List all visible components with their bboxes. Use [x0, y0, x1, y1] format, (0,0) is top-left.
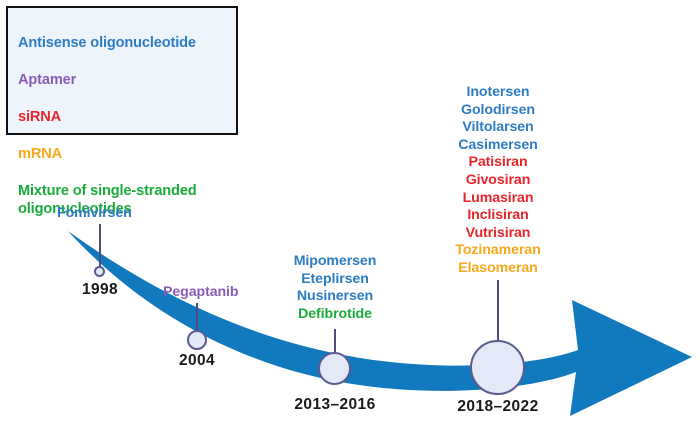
drug-label-casimersen: Casimersen: [458, 136, 538, 153]
node-circle-2013-2016: [318, 352, 351, 385]
drug-label-nusinersen: Nusinersen: [296, 288, 374, 305]
connector-line-2018-2022: [497, 280, 499, 342]
drug-label-patisiran: Patisiran: [468, 154, 528, 171]
date-label-2004: 2004: [178, 352, 216, 369]
drug-label-mipomersen: Mipomersen: [293, 253, 377, 269]
drug-stack-2018-2022: Inotersen Golodirsen Viltolarsen Casimer…: [418, 84, 578, 278]
drug-label-pegaptanib: Pegaptanib: [163, 284, 239, 300]
arrow-shape: [68, 231, 692, 416]
drug-label-inotersen: Inotersen: [466, 84, 530, 100]
drug-label-inclisiran: Inclisiran: [467, 207, 529, 224]
legend-item-aptamer: Aptamer: [18, 53, 236, 90]
legend-item-mixture-single-stranded-oligonucleotides: Mixture of single-stranded oligonucleoti…: [18, 163, 236, 218]
drug-stack-2013-2016: Mipomersen Eteplirsen Nusinersen Defibro…: [255, 253, 415, 323]
legend-label: Aptamer: [18, 72, 77, 89]
legend-label: siRNA: [18, 109, 62, 126]
connector-line-2013-2016: [334, 329, 336, 355]
legend-item-sirna: siRNA: [18, 90, 236, 127]
legend-item-mrna: mRNA: [18, 126, 236, 163]
node-circle-2018-2022: [470, 340, 525, 395]
legend-label: Mixture of single-stranded oligonucleoti…: [18, 182, 197, 218]
drug-label-lumasiran: Lumasiran: [462, 189, 534, 206]
legend-box: Antisense oligonucleotide Aptamer siRNA …: [6, 6, 238, 217]
legend-list: Antisense oligonucleotide Aptamer siRNA …: [8, 8, 236, 218]
drug-label-tozinameran: Tozinameran: [455, 242, 541, 259]
drug-label-viltolarsen: Viltolarsen: [462, 119, 534, 136]
date-label-2013-2016: 2013–2016: [294, 396, 376, 413]
drug-label-defibrotide: Defibrotide: [298, 305, 372, 322]
date-label-2018-2022: 2018–2022: [457, 398, 539, 415]
legend-item-antisense-oligonucleotide: Antisense oligonucleotide: [18, 16, 236, 53]
drug-label-fomivirsen: Fomivirsen: [57, 205, 132, 221]
node-circle-2004: [187, 330, 207, 350]
node-circle-1998: [94, 266, 105, 277]
legend-label: mRNA: [18, 145, 62, 162]
drug-label-golodirsen: Golodirsen: [461, 101, 535, 118]
connector-line-2004: [196, 303, 198, 333]
legend-label: Antisense oligonucleotide: [18, 35, 196, 52]
drug-label-elasomeran: Elasomeran: [458, 259, 538, 276]
drug-label-eteplirsen: Eteplirsen: [301, 270, 369, 287]
date-label-1998: 1998: [81, 281, 119, 298]
connector-line-1998: [99, 224, 101, 270]
drug-label-givosiran: Givosiran: [465, 171, 531, 188]
drug-label-vutrisiran: Vutrisiran: [465, 224, 531, 241]
